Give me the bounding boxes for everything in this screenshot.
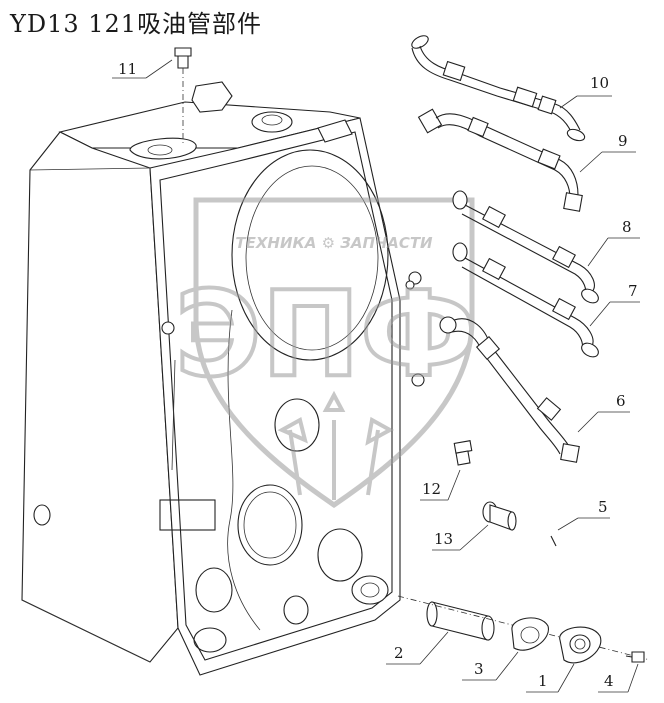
part-5-spring-pin xyxy=(550,535,557,547)
svg-text:7: 7 xyxy=(628,282,638,300)
svg-text:10: 10 xyxy=(590,74,609,92)
svg-text:2: 2 xyxy=(394,644,404,662)
svg-text:1: 1 xyxy=(538,672,548,690)
svg-text:11: 11 xyxy=(118,60,137,78)
callout-7: 7 xyxy=(589,282,640,327)
svg-text:4: 4 xyxy=(604,672,614,690)
part-10-hose xyxy=(411,35,586,142)
part-2-tube xyxy=(397,595,651,661)
callout-5: 5 xyxy=(557,498,610,531)
diagram-title: YD13 121吸油管部件 xyxy=(10,10,263,38)
callout-12: 12 xyxy=(420,469,461,501)
part-4-bolt xyxy=(625,651,645,663)
svg-text:9: 9 xyxy=(618,132,628,150)
callout-2: 2 xyxy=(386,631,449,665)
svg-text:3: 3 xyxy=(474,660,484,678)
svg-text:12: 12 xyxy=(422,480,441,498)
part-1-flange xyxy=(559,626,602,664)
svg-text:13: 13 xyxy=(434,530,453,548)
callout-13: 13 xyxy=(432,524,489,551)
watermark-big-text: ЭПФ xyxy=(175,265,477,403)
callout-4: 4 xyxy=(598,663,639,693)
svg-text:8: 8 xyxy=(622,218,632,236)
svg-text:5: 5 xyxy=(598,498,608,516)
callout-3: 3 xyxy=(462,651,519,681)
part-11-bolt xyxy=(174,47,192,145)
callout-8: 8 xyxy=(587,218,640,267)
part-6-hose xyxy=(439,316,580,463)
watermark-top-text: ТЕХНИКА ⚙ ЗАПЧАСТИ xyxy=(235,234,433,252)
callout-6: 6 xyxy=(577,392,630,433)
callout-9: 9 xyxy=(579,132,636,173)
watermark: ТЕХНИКА ⚙ ЗАПЧАСТИ ЭПФ xyxy=(173,197,479,509)
part-13-pin xyxy=(482,501,517,531)
part-12-plug xyxy=(453,440,473,466)
part-8-hose xyxy=(452,190,599,304)
part-9-hose xyxy=(417,108,583,212)
svg-text:6: 6 xyxy=(616,392,626,410)
callout-1: 1 xyxy=(526,663,575,693)
callouts: 10 9 8 7 6 5 11 12 xyxy=(112,59,640,693)
callout-10: 10 xyxy=(559,74,612,109)
part-3-gasket xyxy=(511,617,549,651)
callout-11: 11 xyxy=(112,59,173,79)
transmission-housing xyxy=(21,81,425,676)
part-7-hose xyxy=(452,242,599,358)
